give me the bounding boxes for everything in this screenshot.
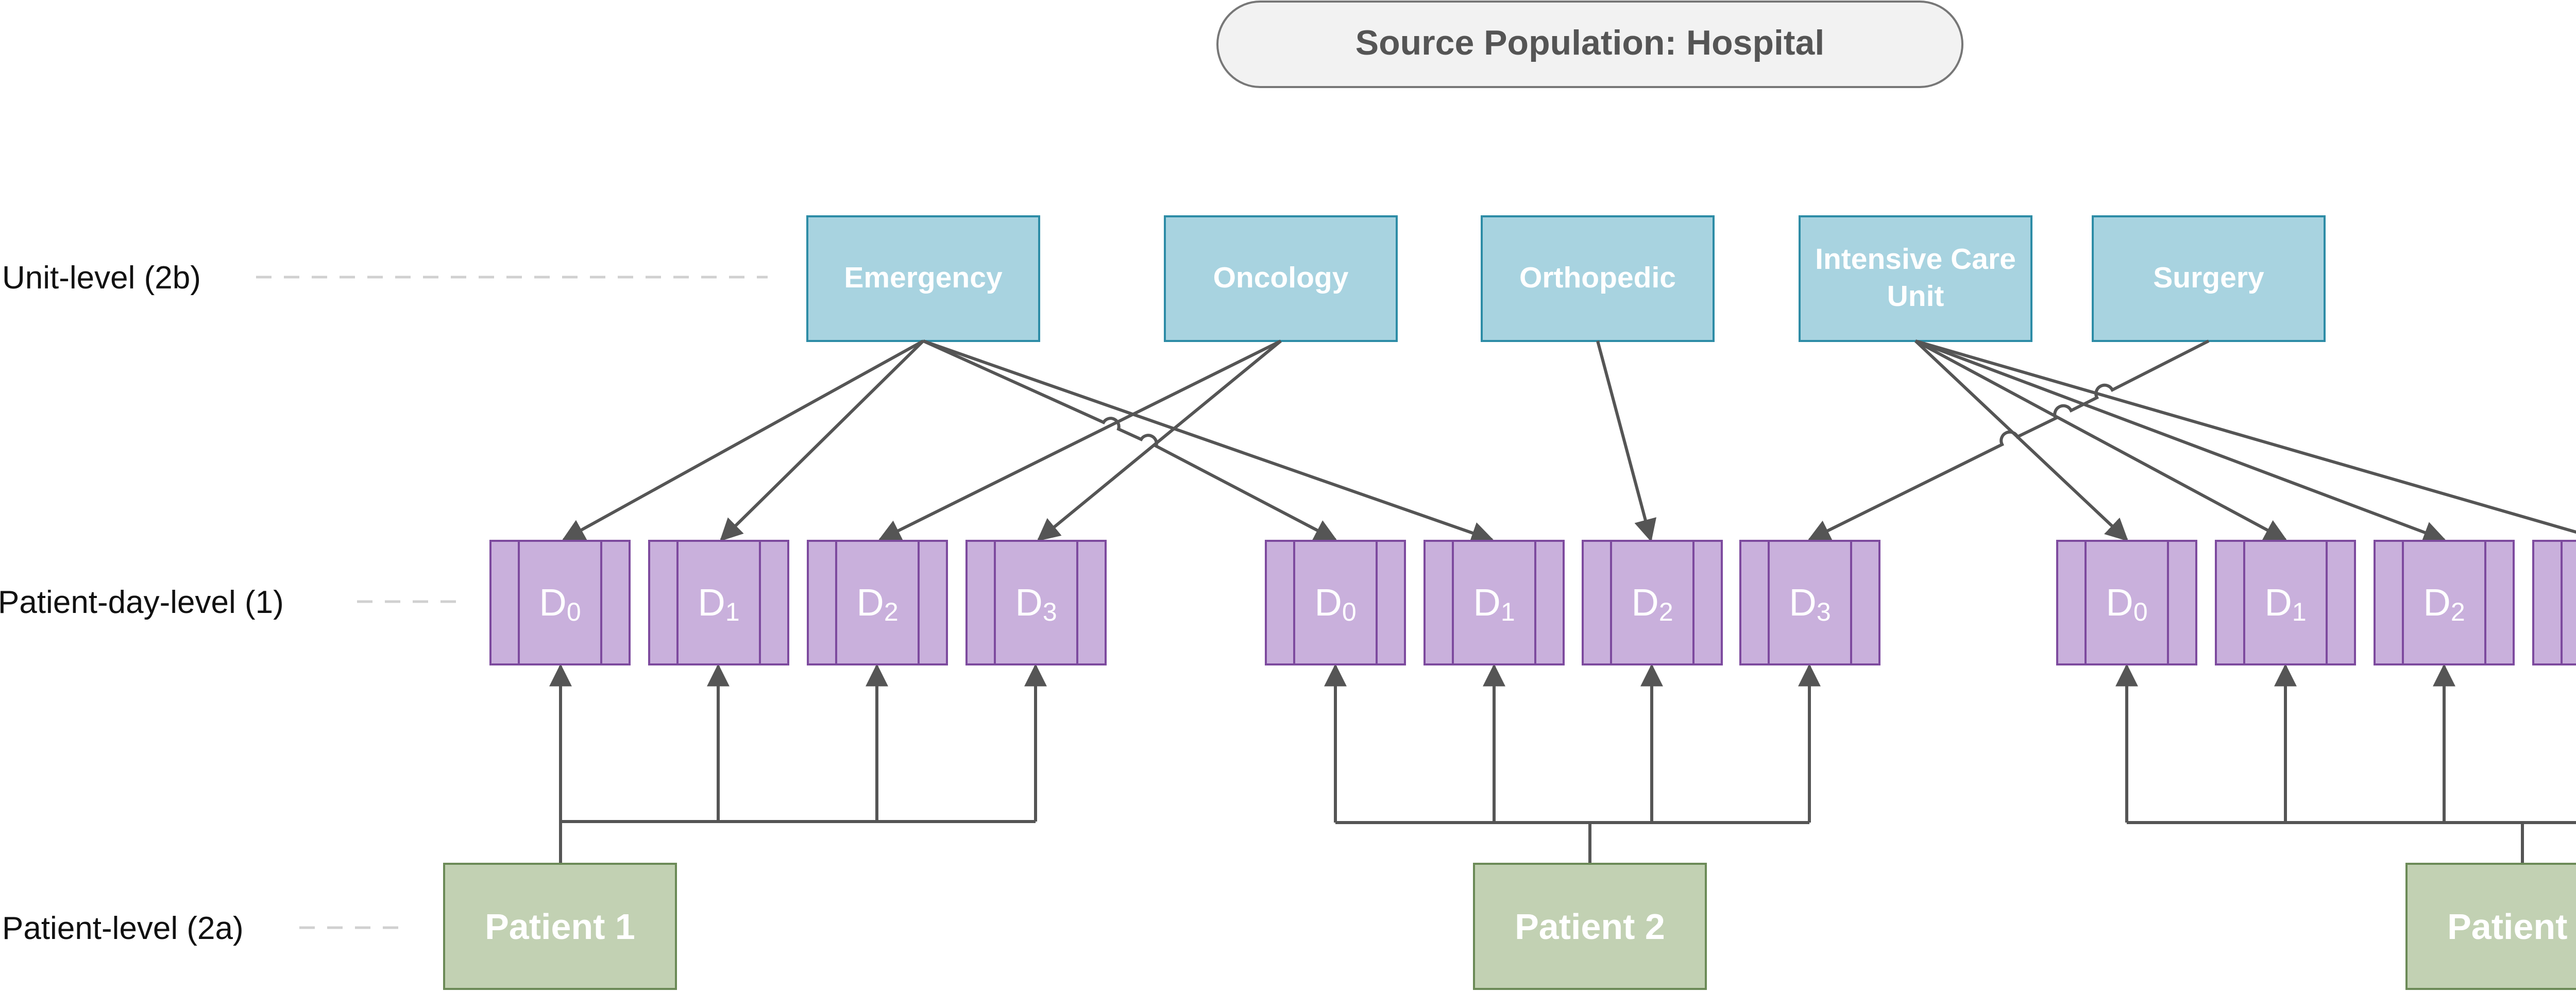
patient-tree-connectors — [549, 663, 2576, 863]
day-index: 0 — [2133, 597, 2148, 626]
day-box-patient-2-d1: D1 — [1423, 540, 1565, 665]
connector-icu-p3-d1 — [1914, 339, 2287, 541]
level-patient-row: Patient-level (2a) — [2, 911, 402, 946]
day-index: 2 — [1659, 597, 1673, 626]
patient-box-2: Patient 2 — [1473, 863, 1707, 990]
day-box-patient-2-d3: D3 — [1739, 540, 1880, 665]
connector-icu-p3-d3 — [1915, 339, 2576, 534]
svg-text:D2: D2 — [1631, 581, 1673, 626]
connector-emergency-p2-d0 — [922, 339, 1337, 541]
level-label-patient-day: Patient-day-level (1) — [0, 585, 284, 620]
day-index: 1 — [1501, 597, 1515, 626]
patient-day-boxes: D0 D1 D2 D3 D0 — [489, 540, 2576, 665]
day-letter: D — [1314, 581, 1342, 624]
unit-box-surgery: Surgery — [2092, 215, 2326, 342]
svg-text:D0: D0 — [2106, 581, 2147, 626]
day-letter: D — [2264, 581, 2292, 624]
patient-label: Patient 2 — [1515, 907, 1665, 947]
svg-text:D0: D0 — [539, 581, 581, 626]
patient-label: Patient 1 — [485, 907, 635, 947]
source-population-node: Source Population: Hospital — [1216, 1, 1963, 88]
day-letter: D — [856, 581, 884, 624]
unit-box-oncology: Oncology — [1164, 215, 1398, 342]
svg-text:D3: D3 — [1015, 581, 1057, 626]
day-index: 0 — [1342, 597, 1357, 626]
unit-box-emergency: Emergency — [806, 215, 1040, 342]
connector-surgery-p2-d3 — [1807, 339, 2210, 541]
level-patient-day-row: Patient-day-level (1) — [0, 585, 464, 620]
connector-emergency-p1-d0 — [562, 339, 924, 541]
day-letter: D — [1631, 581, 1658, 624]
svg-text:D2: D2 — [2423, 581, 2465, 626]
day-letter: D — [1789, 581, 1816, 624]
level-label-patient: Patient-level (2a) — [2, 911, 244, 946]
day-box-patient-3-d1: D1 — [2215, 540, 2356, 665]
unit-box-orthopedic: Orthopedic — [1481, 215, 1715, 342]
day-letter: D — [539, 581, 566, 624]
connector-icu-p3-d0 — [1914, 339, 2129, 542]
unit-box-intensive-care-unit: Intensive Care Unit — [1799, 215, 2032, 342]
day-index: 3 — [1043, 597, 1057, 626]
day-box-patient-1-d3: D3 — [965, 540, 1107, 665]
day-box-patient-3-d0: D0 — [2056, 540, 2197, 665]
patient-2-bus — [1335, 821, 1809, 863]
svg-text:D1: D1 — [698, 581, 739, 626]
connector-oncology-p1-d3 — [1037, 339, 1282, 541]
day-box-patient-1-d2: D2 — [807, 540, 948, 665]
day-box-patient-2-d2: D2 — [1582, 540, 1723, 665]
unit-label: Orthopedic — [1519, 261, 1676, 294]
connector-oncology-p1-d2 — [878, 339, 1282, 541]
connector-emergency-p1-d1 — [719, 339, 925, 542]
day-letter: D — [1015, 581, 1042, 624]
connector-icu-p3-d2 — [1914, 339, 2447, 543]
level-unit-row: Unit-level (2b) — [2, 260, 768, 296]
day-index: 1 — [2292, 597, 2307, 626]
day-index: 3 — [1817, 597, 1831, 626]
day-index: 0 — [567, 597, 581, 626]
day-letter: D — [2423, 581, 2450, 624]
unit-label: Surgery — [2153, 261, 2264, 294]
day-letter: D — [2106, 581, 2133, 624]
day-letter: D — [1473, 581, 1500, 624]
day-index: 2 — [884, 597, 899, 626]
unit-label: Emergency — [844, 261, 1003, 294]
day-box-patient-3-d3: D3 — [2532, 540, 2576, 665]
svg-text:D0: D0 — [1314, 581, 1356, 626]
day-index: 1 — [725, 597, 740, 626]
svg-text:D1: D1 — [1473, 581, 1515, 626]
day-box-patient-1-d1: D1 — [648, 540, 789, 665]
day-index: 2 — [2451, 597, 2465, 626]
unit-label-line-2: Unit — [1887, 280, 1944, 313]
connector-orthopedic-p2-d2 — [1596, 340, 1657, 542]
patient-3-bus — [2127, 821, 2576, 863]
svg-text:D3: D3 — [1789, 581, 1831, 626]
day-letter: D — [698, 581, 725, 624]
level-label-unit: Unit-level (2b) — [2, 260, 201, 296]
patient-1-bus — [559, 820, 1036, 863]
connector-emergency-p2-d1 — [923, 339, 1495, 544]
svg-text:D1: D1 — [2264, 581, 2306, 626]
day-box-patient-1-d0: D0 — [489, 540, 631, 665]
unit-to-day-connectors — [562, 339, 2576, 544]
day-box-patient-3-d2: D2 — [2374, 540, 2515, 665]
day-box-patient-2-d0: D0 — [1265, 540, 1406, 665]
unit-label-line-1: Intensive Care — [1815, 243, 2016, 276]
patient-label: Patient 3 — [2447, 907, 2576, 947]
patient-box-1: Patient 1 — [443, 863, 677, 990]
unit-label: Oncology — [1213, 261, 1349, 294]
source-population-label: Source Population: Hospital — [1355, 23, 1825, 62]
patient-box-3: Patient 3 — [2405, 863, 2576, 990]
svg-text:D2: D2 — [856, 581, 898, 626]
